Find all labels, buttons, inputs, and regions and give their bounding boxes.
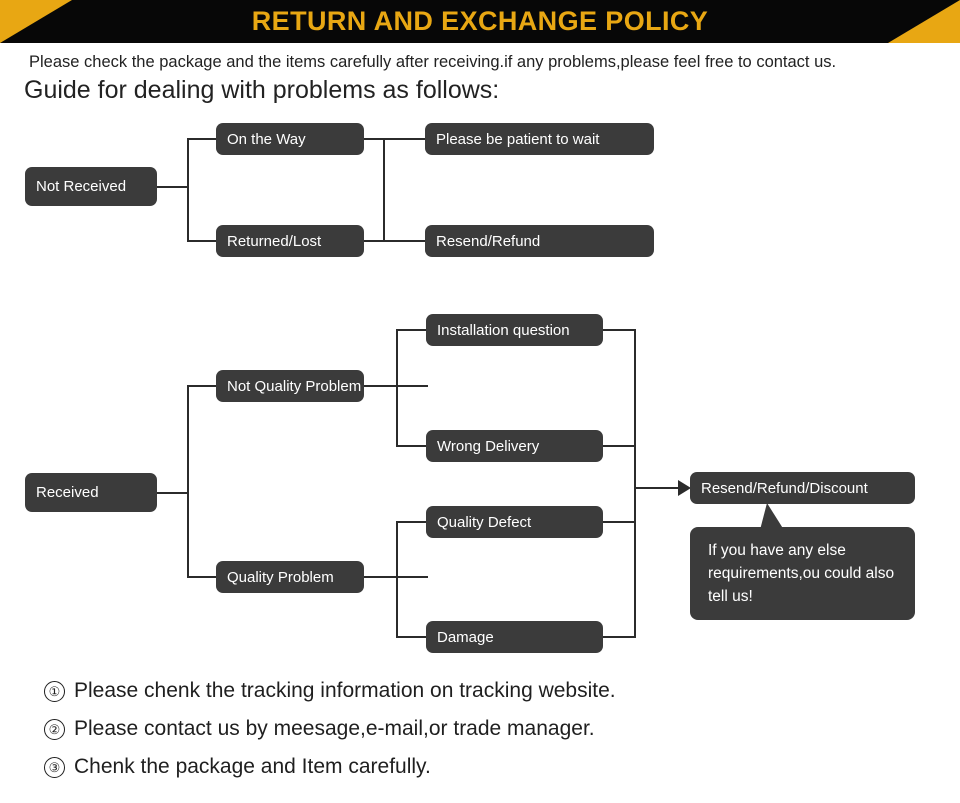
connector-line <box>187 576 218 578</box>
connector-line <box>396 636 428 638</box>
note-text: Please chenk the tracking information on… <box>74 679 616 702</box>
connector-line <box>187 385 218 387</box>
node-resend-refund-discount[interactable]: Resend/Refund/Discount <box>690 472 915 504</box>
note-number-icon: ② <box>44 718 65 740</box>
connector-line <box>187 139 189 241</box>
connector-line <box>603 445 636 447</box>
connector-line <box>364 240 426 242</box>
guide-heading: Guide for dealing with problems as follo… <box>24 76 500 104</box>
connector-line <box>364 138 426 140</box>
node-returned-lost[interactable]: Returned/Lost <box>216 225 364 257</box>
connector-line <box>157 492 189 494</box>
node-on-the-way[interactable]: On the Way <box>216 123 364 155</box>
banner-black-shape <box>0 0 960 43</box>
connector-line <box>634 487 682 489</box>
connector-line <box>396 329 398 446</box>
connector-line <box>396 521 398 637</box>
note-number-icon: ① <box>44 680 65 702</box>
speech-bubble-tail <box>760 503 784 530</box>
node-quality-defect[interactable]: Quality Defect <box>426 506 603 538</box>
list-item: ① Please chenk the tracking information … <box>44 672 744 710</box>
node-please-be-patient[interactable]: Please be patient to wait <box>425 123 654 155</box>
connector-line <box>603 329 636 331</box>
connector-line <box>187 386 189 578</box>
connector-line <box>396 329 428 331</box>
notes-list: ① Please chenk the tracking information … <box>44 672 744 786</box>
node-not-received[interactable]: Not Received <box>25 167 157 206</box>
node-not-quality-problem[interactable]: Not Quality Problem <box>216 370 364 402</box>
note-number-icon: ③ <box>44 756 65 778</box>
list-item: ② Please contact us by meesage,e-mail,or… <box>44 710 744 748</box>
note-text: Chenk the package and Item carefully. <box>74 755 431 778</box>
node-received[interactable]: Received <box>25 473 157 512</box>
speech-bubble: If you have any else requirements,ou cou… <box>690 527 915 620</box>
connector-line <box>383 138 385 242</box>
connector-line <box>603 636 636 638</box>
connector-line <box>187 240 218 242</box>
arrow-head-icon <box>678 480 691 496</box>
connector-line <box>396 521 428 523</box>
note-text: Please contact us by meesage,e-mail,or t… <box>74 717 595 740</box>
connector-line <box>634 329 636 638</box>
header-banner: RETURN AND EXCHANGE POLICY <box>0 0 960 43</box>
node-wrong-delivery[interactable]: Wrong Delivery <box>426 430 603 462</box>
banner-underline <box>0 43 960 46</box>
connector-line <box>396 445 428 447</box>
connector-line <box>603 521 636 523</box>
list-item: ③ Chenk the package and Item carefully. <box>44 748 744 786</box>
node-quality-problem[interactable]: Quality Problem <box>216 561 364 593</box>
connector-line <box>157 186 189 188</box>
node-damage[interactable]: Damage <box>426 621 603 653</box>
connector-line <box>187 138 218 140</box>
page-title: RETURN AND EXCHANGE POLICY <box>251 6 709 36</box>
node-installation-question[interactable]: Installation question <box>426 314 603 346</box>
intro-text: Please check the package and the items c… <box>29 53 837 71</box>
node-resend-refund[interactable]: Resend/Refund <box>425 225 654 257</box>
